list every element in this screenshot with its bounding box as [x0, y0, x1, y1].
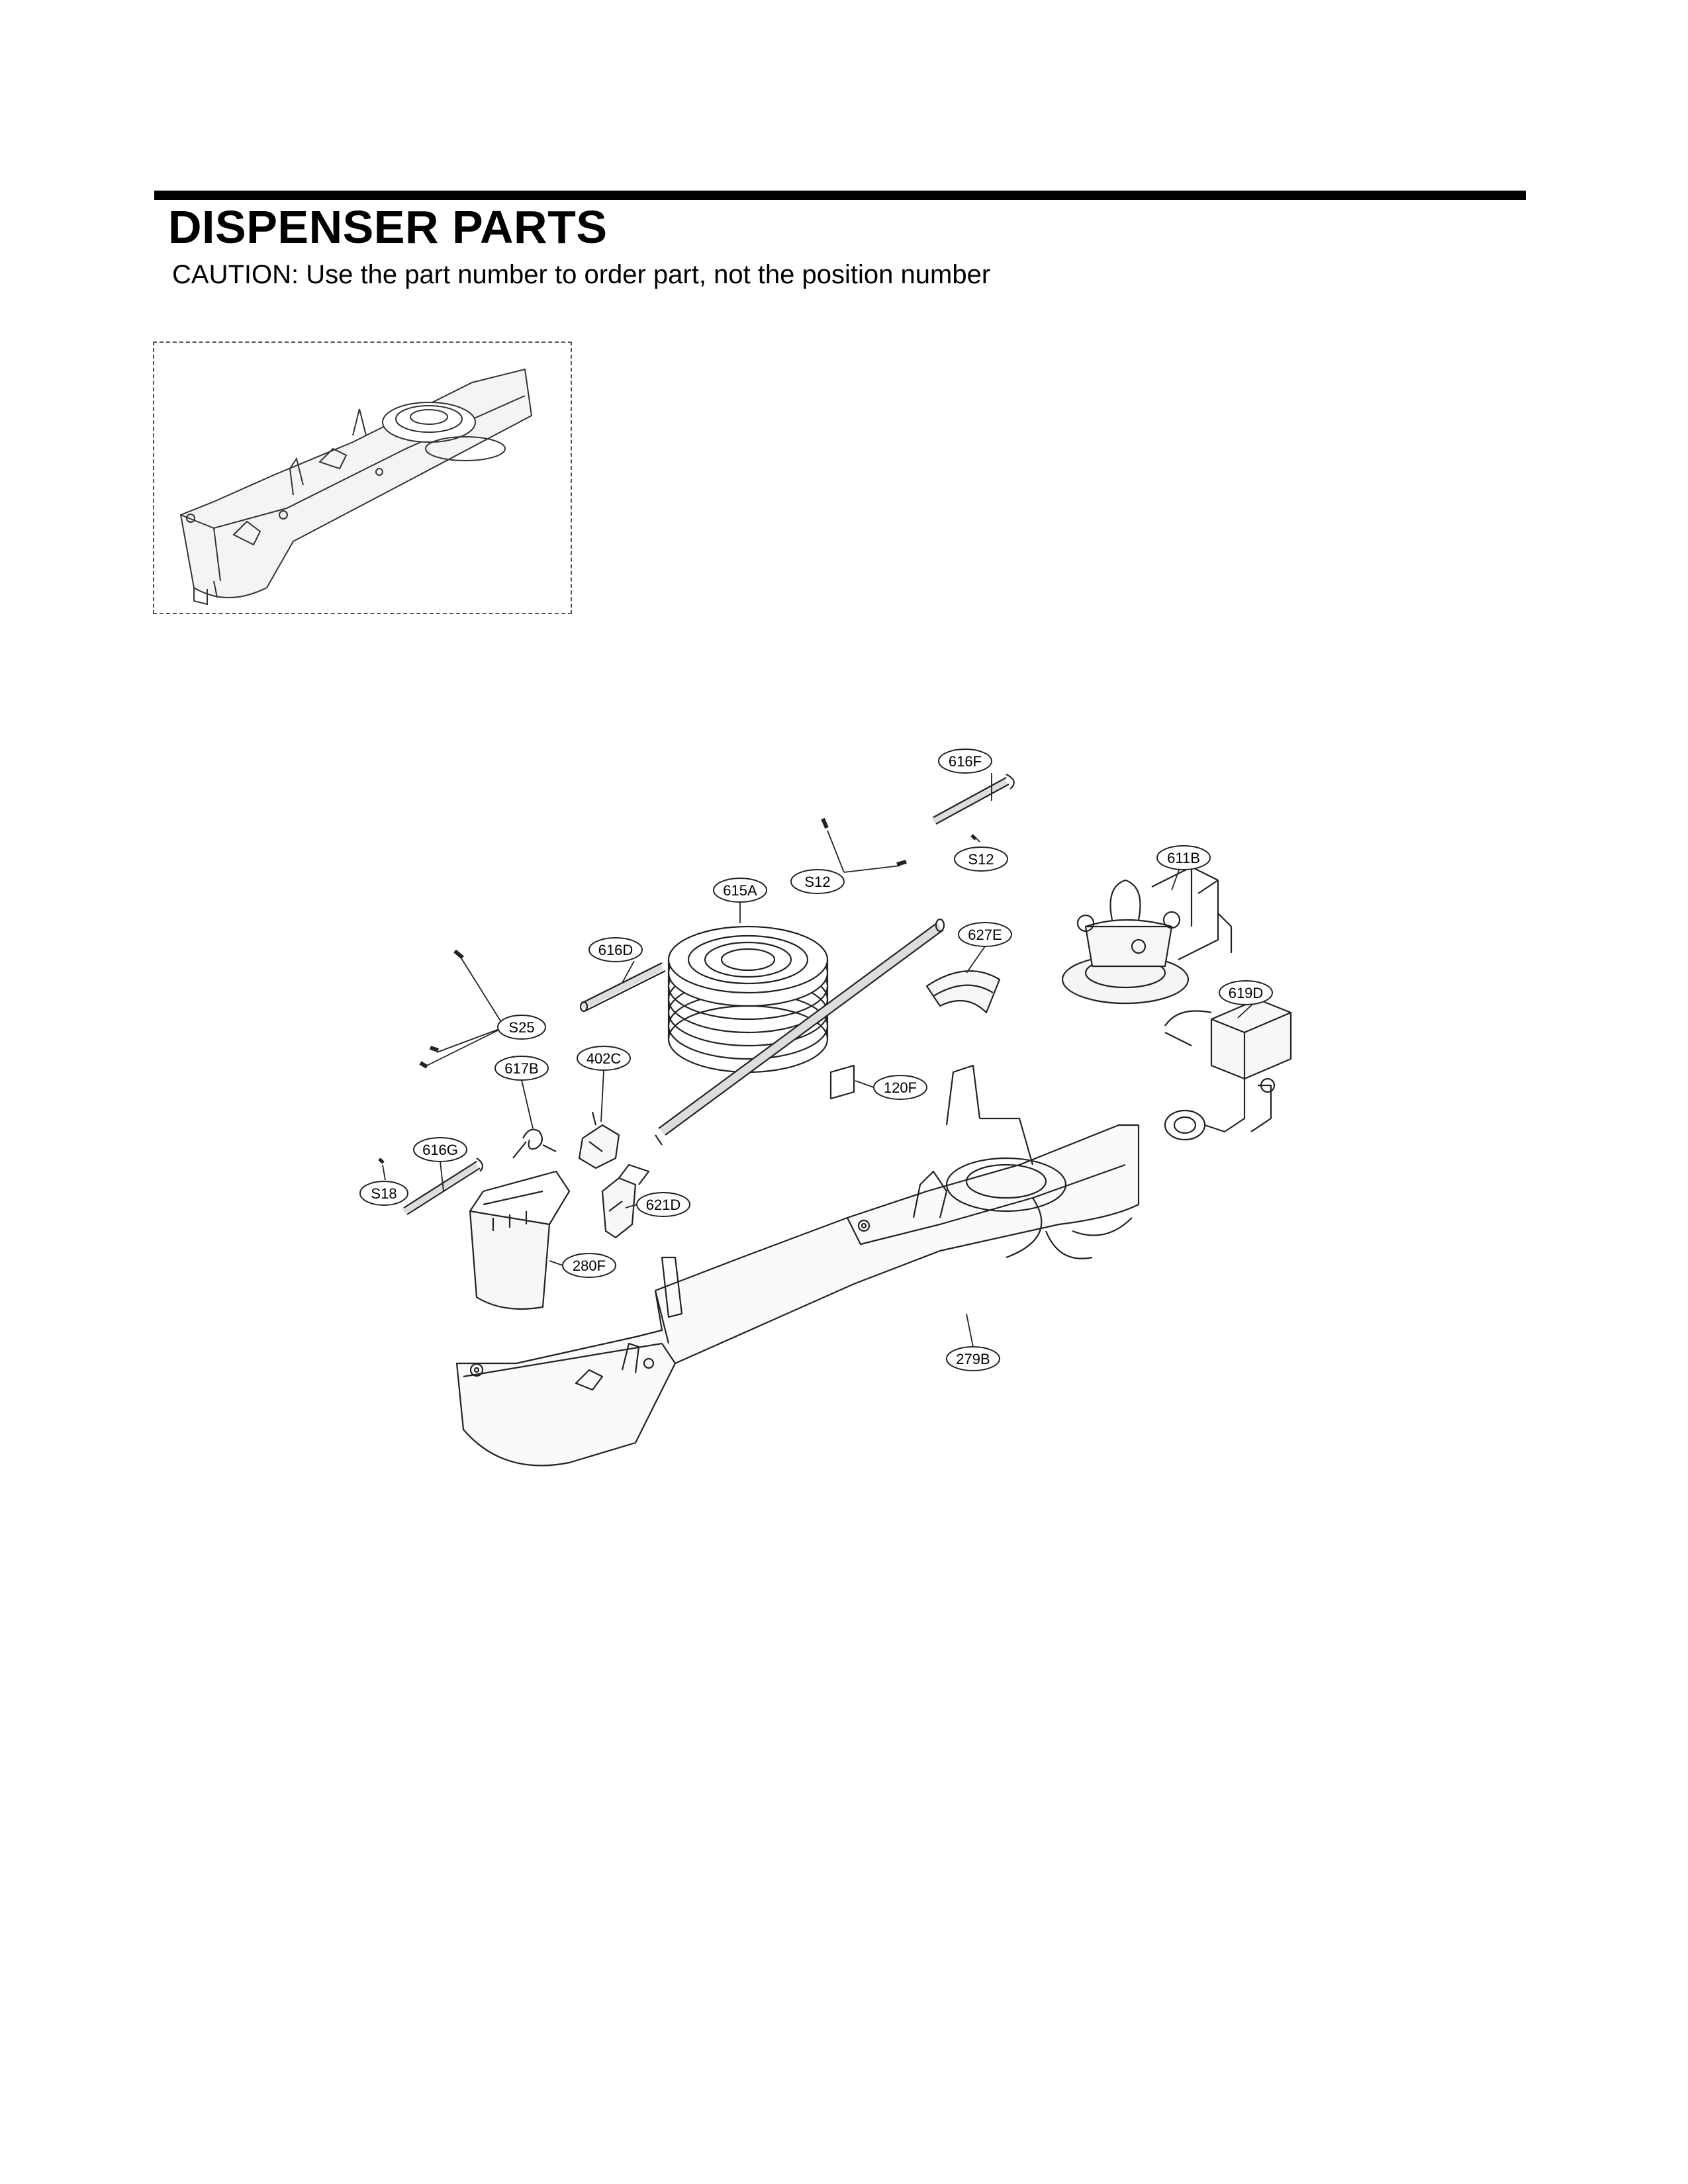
svg-text:616F: 616F: [949, 753, 982, 770]
callout-619D: 619D: [1219, 980, 1273, 1005]
callout-S12a: S12: [790, 869, 845, 894]
svg-text:611B: 611B: [1167, 850, 1200, 866]
svg-text:402C: 402C: [586, 1050, 622, 1067]
svg-text:619D: 619D: [1229, 985, 1264, 1001]
svg-text:280F: 280F: [573, 1257, 606, 1274]
svg-text:S18: S18: [371, 1185, 397, 1202]
label-120f: [829, 1064, 855, 1100]
callout-280F: 280F: [562, 1253, 616, 1278]
svg-text:621D: 621D: [646, 1197, 681, 1213]
flap-280f: [469, 1170, 571, 1310]
callout-611B: 611B: [1156, 845, 1211, 870]
callout-616G: 616G: [413, 1137, 467, 1162]
callout-617B: 617B: [494, 1056, 549, 1081]
svg-text:617B: 617B: [504, 1060, 538, 1077]
caution-note: CAUTION: Use the part number to order pa…: [172, 260, 991, 289]
callout-120F: 120F: [873, 1075, 927, 1100]
coil-615a: [655, 918, 945, 1146]
valve-619d: [1164, 998, 1292, 1141]
callout-627E: 627E: [958, 922, 1012, 947]
header-rule: [154, 191, 1526, 200]
motor-611b: [1061, 866, 1233, 1005]
switch-402c: [578, 1111, 620, 1169]
bracket-621d: [601, 1163, 650, 1239]
callout-279B: 279B: [946, 1346, 1000, 1371]
callout-615A: 615A: [713, 878, 767, 903]
rod-616d: [579, 962, 666, 1013]
svg-text:120F: 120F: [884, 1079, 917, 1096]
callout-616F: 616F: [938, 749, 992, 774]
svg-text:279B: 279B: [956, 1351, 990, 1367]
callout-S18: S18: [359, 1181, 408, 1206]
callout-402C: 402C: [577, 1046, 631, 1071]
screws: [378, 817, 977, 1164]
housing-279b: [455, 1064, 1140, 1467]
svg-text:S25: S25: [508, 1019, 534, 1036]
spring-617b: [512, 1128, 557, 1159]
svg-text:S12: S12: [968, 851, 994, 868]
callout-S12b: S12: [954, 846, 1008, 872]
callout-621D: 621D: [636, 1192, 690, 1217]
svg-text:627E: 627E: [968, 927, 1002, 943]
clip-627e: [925, 970, 1001, 1014]
svg-text:616G: 616G: [422, 1142, 458, 1158]
page-title: DISPENSER PARTS: [168, 201, 608, 253]
svg-text:616D: 616D: [598, 942, 633, 958]
exploded-parts-diagram: 616F S12 S12 611B 615A 627E 616D 619D S2…: [359, 749, 1292, 1467]
svg-text:S12: S12: [804, 874, 830, 890]
svg-text:615A: 615A: [723, 882, 757, 899]
overview-inset: [153, 341, 572, 614]
callout-616D: 616D: [588, 937, 643, 962]
leader-lines: [382, 773, 1258, 1347]
overview-illustration: [179, 368, 533, 606]
rod-616f: [931, 774, 1015, 825]
callout-S25: S25: [497, 1015, 546, 1040]
